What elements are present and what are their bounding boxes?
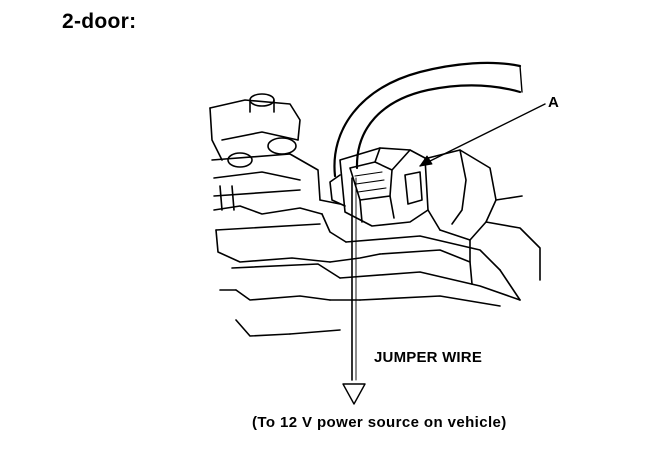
- jumper-wire: [342, 177, 366, 405]
- mounting-bracket: [427, 149, 541, 281]
- jumper-wire-label: JUMPER WIRE: [374, 349, 483, 366]
- callout-a-leader: [419, 103, 546, 167]
- engine-components: [209, 93, 347, 337]
- power-source-label: (To 12 V power source on vehicle): [252, 414, 507, 431]
- section-heading: 2-door:: [62, 10, 137, 33]
- wiring-harness: [333, 61, 523, 178]
- part-a-label: A: [548, 94, 559, 111]
- body-panel: [289, 235, 521, 335]
- connector-a: [329, 147, 429, 227]
